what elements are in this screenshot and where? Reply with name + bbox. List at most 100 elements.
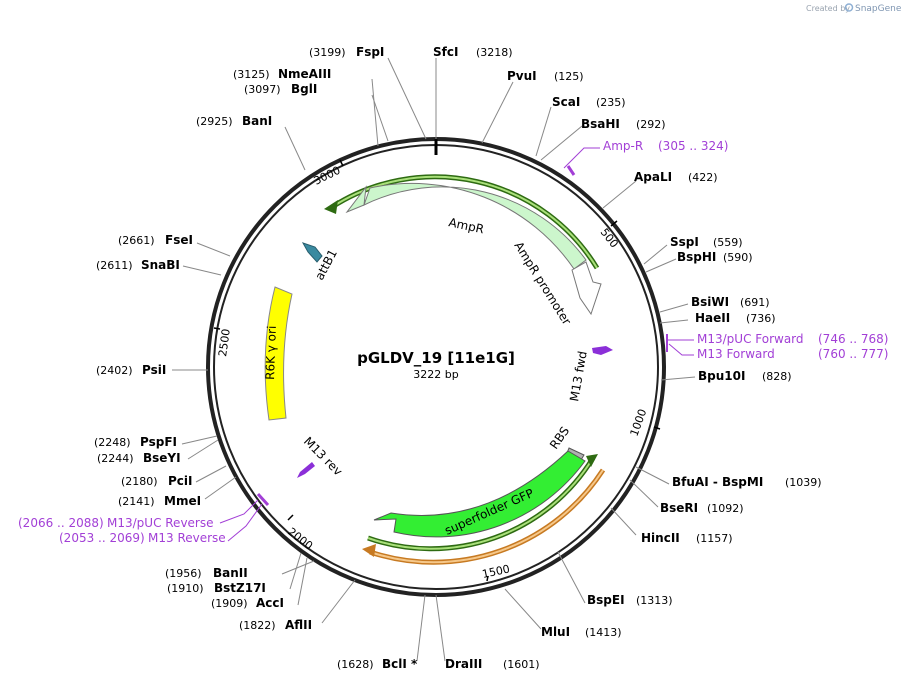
site-name: BanII — [213, 566, 248, 580]
site-name: FseI — [165, 233, 193, 247]
site-position: (2402) — [96, 364, 133, 377]
site-name: BspHI — [677, 250, 716, 264]
site-position: (292) — [636, 118, 666, 131]
primer-range: (746 .. 768) — [818, 332, 888, 346]
primer-name: Amp-R — [603, 139, 643, 153]
site-name: AflII — [285, 618, 312, 632]
primer-name: M13/pUC Reverse — [107, 516, 214, 530]
site-name: PsiI — [142, 363, 166, 377]
primer-range: (2066 .. 2088) — [18, 516, 104, 530]
site-name: ApaLI — [634, 170, 672, 184]
primer-name: M13/pUC Forward — [697, 332, 804, 346]
site-name: BstZ17I — [214, 581, 266, 595]
site-name: BanI — [242, 114, 272, 128]
ampr-feature-arrowhead — [345, 185, 367, 214]
site-position: (1092) — [707, 502, 744, 515]
tick-mark — [653, 426, 661, 430]
site-position: (1157) — [696, 532, 733, 545]
site-name: BfuAI - BspMI — [672, 475, 763, 489]
primer-leader — [219, 499, 259, 524]
orange-orf-arc-inner — [369, 469, 604, 564]
site-position: (559) — [713, 236, 743, 249]
site-name: HaeII — [695, 311, 730, 325]
rbs-label: RBS — [547, 424, 572, 452]
site-position: (1910) — [167, 582, 204, 595]
site-position: (3097) — [244, 83, 281, 96]
tick-mark — [610, 220, 618, 227]
site-position: (736) — [746, 312, 776, 325]
m13-fwd-feature — [592, 346, 613, 355]
site-name: BseRI — [660, 501, 698, 515]
m13-fwd-label: M13 fwd — [567, 350, 590, 403]
site-position: (2141) — [118, 495, 155, 508]
primer-leader — [668, 343, 694, 356]
site-position: (2925) — [196, 115, 233, 128]
site-position: (1413) — [585, 626, 622, 639]
site-name: BsaHI — [581, 117, 620, 131]
orange-orf-arrowhead — [362, 544, 376, 557]
primer-range: (760 .. 777) — [818, 347, 888, 361]
site-name: PvuI — [507, 69, 537, 83]
attb1-feature — [301, 242, 323, 263]
site-position: (2611) — [96, 259, 133, 272]
site-name: Bpu10I — [698, 369, 745, 383]
site-position: (1601) — [503, 658, 540, 671]
site-position: (1956) — [165, 567, 202, 580]
site-position: (3218) — [476, 46, 513, 59]
site-position: (235) — [596, 96, 626, 109]
ampr-promoter-feature — [571, 261, 602, 316]
ampr-orf-arrowhead — [324, 200, 338, 214]
primer-marker — [256, 492, 270, 507]
tick-label: 2500 — [216, 328, 233, 358]
site-position: (1909) — [211, 597, 248, 610]
site-name: AccI — [256, 596, 284, 610]
credit-prefix: Created by — [806, 4, 850, 13]
plasmid-length: 3222 bp — [413, 368, 458, 381]
tick-mark — [486, 575, 489, 582]
primer-name: M13 Forward — [697, 347, 775, 361]
site-name: BglI — [291, 82, 317, 96]
primer-leader — [563, 147, 600, 169]
site-name: PciI — [168, 474, 193, 488]
site-position: (3199) — [309, 46, 346, 59]
snapgene-logo-icon — [844, 3, 854, 12]
site-name: BclI * — [382, 657, 418, 671]
site-name: SfcI — [433, 45, 458, 59]
site-name: DraIII — [445, 657, 482, 671]
site-name: HincII — [641, 531, 680, 545]
primer-range: (2053 .. 2069) — [59, 531, 145, 545]
site-position: (1822) — [239, 619, 276, 632]
primer-marker — [566, 165, 576, 176]
site-position: (422) — [688, 171, 718, 184]
site-position: (3125) — [233, 68, 270, 81]
site-leader-lines — [172, 57, 696, 662]
site-name: ScaI — [552, 95, 580, 109]
site-position: (125) — [554, 70, 584, 83]
primer-leader — [227, 503, 263, 542]
site-name: MmeI — [164, 494, 201, 508]
site-position: (1039) — [785, 476, 822, 489]
site-name: FspI — [356, 45, 384, 59]
superfolder-gfp-feature — [373, 450, 586, 538]
site-name: SspI — [670, 235, 699, 249]
primers: Amp-R (305 .. 324) M13/pUC Forward (746 … — [18, 139, 888, 545]
site-position: (691) — [740, 296, 770, 309]
credit-brand: SnapGene — [855, 4, 902, 14]
tick-mark — [213, 327, 221, 330]
tick-mark — [287, 514, 294, 521]
site-name: MluI — [541, 625, 570, 639]
site-position: (2661) — [118, 234, 155, 247]
site-position: (590) — [723, 251, 753, 264]
primer-name: M13 Reverse — [148, 531, 226, 545]
gfp-orf-arc-inner — [367, 457, 594, 550]
primer-range: (305 .. 324) — [658, 139, 728, 153]
site-position: (2244) — [97, 452, 134, 465]
site-name: NmeAIII — [278, 67, 331, 81]
gfp-orf-arrowhead — [586, 454, 598, 467]
restriction-sites: SfcI (3218) (3199) FspI PvuI (125) (3125… — [94, 45, 822, 671]
plasmid-title: pGLDV_19 [11e1G] — [357, 349, 515, 367]
site-position: (828) — [762, 370, 792, 383]
site-name: SnaBI — [141, 258, 180, 272]
site-name: BsiWI — [691, 295, 729, 309]
